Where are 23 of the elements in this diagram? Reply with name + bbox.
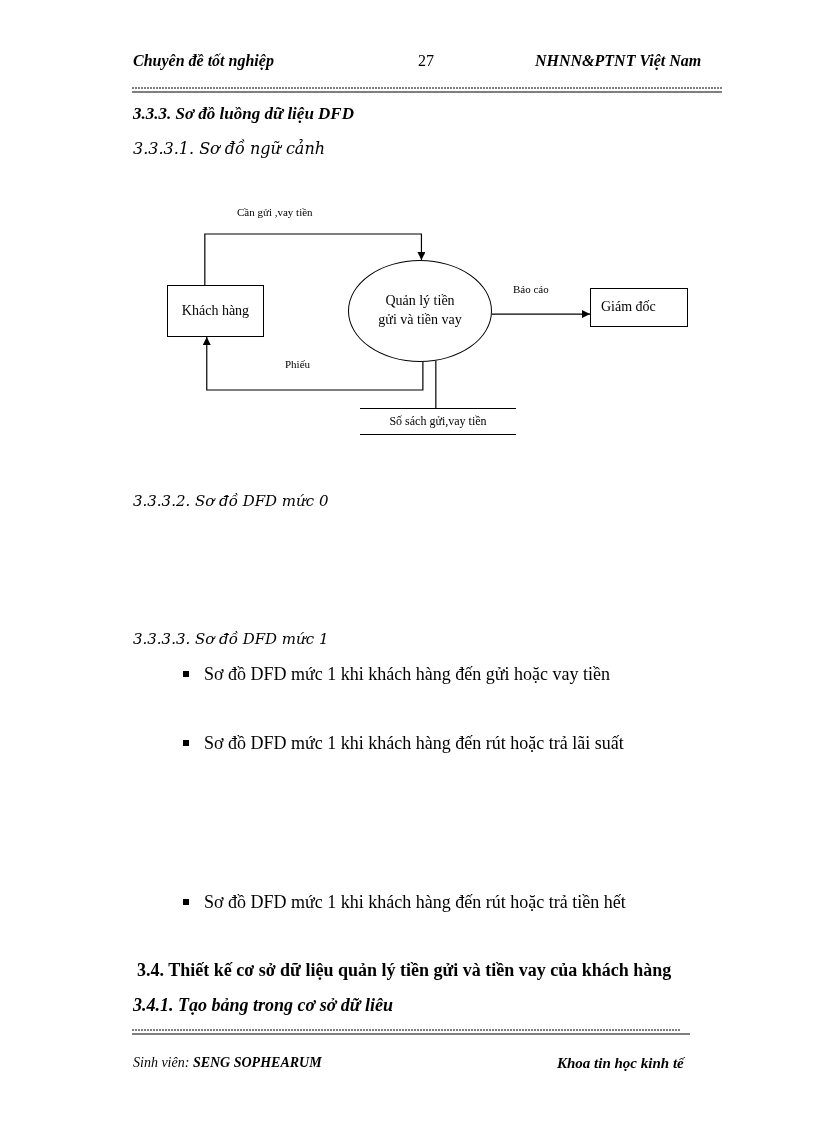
page-number: 27 (418, 52, 434, 71)
subsection-heading: 3.3.3.1. Sơ đồ ngữ cảnh (133, 140, 325, 159)
subsection-heading: 3.3.3.2. Sơ đồ DFD mức 0 (133, 493, 329, 511)
arrow (202, 336, 424, 391)
arrow (491, 310, 591, 319)
footer-text: Sinh viên: SENG SOPHEARUM (133, 1055, 322, 1072)
running-header: Chuyên đề tốt nghiệp (133, 52, 274, 71)
edge-label: Báo cáo (513, 283, 549, 296)
external-entity-box: Khách hàng (167, 285, 264, 337)
section-heading: 3.3.3. Sơ đồ luồng dữ liệu DFD (133, 104, 354, 124)
running-header: NHNN&PTNT Việt Nam (535, 52, 702, 71)
data-store: Số sách gửi,vay tiền (360, 408, 516, 435)
connector-line (435, 360, 437, 409)
subsection-heading: 3.4.1. Tạo bảng trong cơ sở dữ liêu (133, 995, 394, 1016)
external-entity-box: Giám đốc (590, 288, 688, 327)
edge-label: Cần gửi ,vay tiền (237, 206, 313, 219)
section-heading: 3.4. Thiết kế cơ sở dữ liệu quản lý tiền gửi và tiền vay của khách hàng (137, 960, 672, 981)
bullet-item: Sơ đồ DFD mức 1 khi khách hàng đến rút hoặc trả lãi suất (204, 733, 624, 754)
footer-text: Khoa tin học kinh tế (557, 1055, 684, 1073)
subsection-heading: 3.3.3.3. Sơ đồ DFD mức 1 (133, 631, 329, 649)
bullet-item: Sơ đồ DFD mức 1 khi khách hàng đến gửi hoặc vay tiền (204, 664, 610, 685)
bullet-item: Sơ đồ DFD mức 1 khi khách hàng đến rút hoặc trả tiền hết (204, 892, 626, 913)
edge-label: Phiếu (285, 358, 311, 371)
